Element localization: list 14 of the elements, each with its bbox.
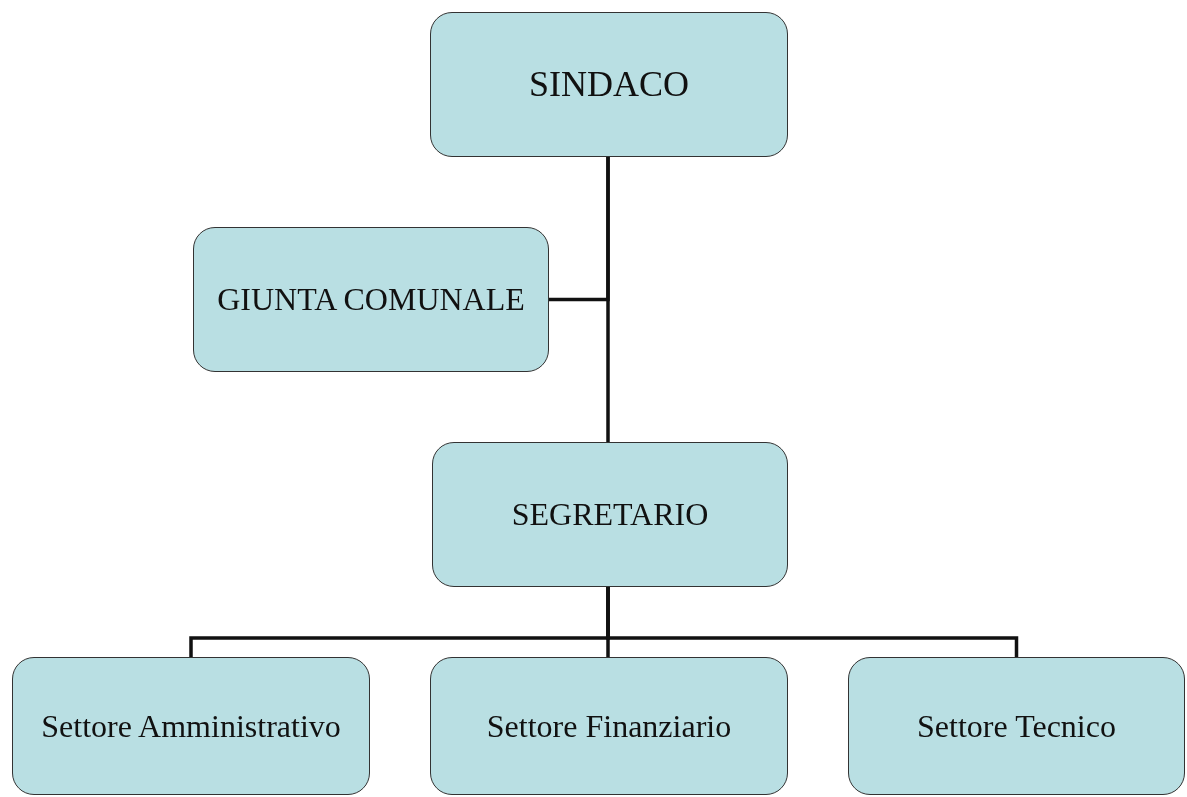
box-label: SINDACO xyxy=(528,63,690,106)
org-box xyxy=(432,442,788,587)
box-label: SEGRETARIO xyxy=(510,496,710,533)
org-box xyxy=(193,227,549,372)
box-label: Settore Amministrativo xyxy=(40,706,342,746)
org-box xyxy=(12,657,370,795)
box-label: Settore Tecnico xyxy=(916,706,1117,746)
org-box xyxy=(848,657,1185,795)
box-label: Settore Finanziario xyxy=(485,706,733,746)
org-box xyxy=(430,12,788,157)
connector-line xyxy=(606,157,610,442)
connector-line xyxy=(606,587,1019,657)
org-box xyxy=(430,657,788,795)
box-label: GIUNTA COMUNALE xyxy=(216,280,526,320)
